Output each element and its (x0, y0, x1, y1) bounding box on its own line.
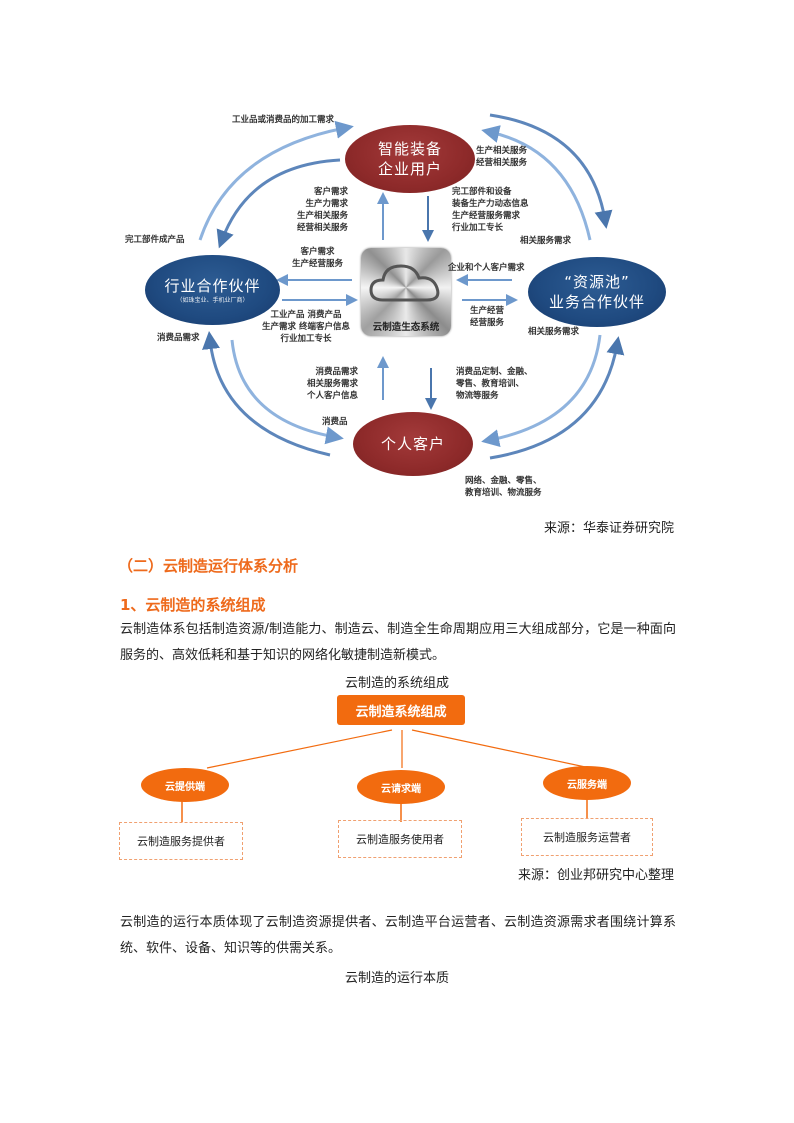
label-line: 工业产品 消费产品 (270, 310, 342, 320)
node-cloud-server: 云服务端 (543, 766, 631, 800)
label-consumer-goods: 消费品 (322, 417, 348, 427)
role-box-operator: 云制造服务运营者 (521, 818, 653, 856)
label-group-center-to-bottom: 消费品定制、金融、 零售、教育培训、 物流等服务 (456, 366, 533, 402)
label-finished-parts: 完工部件成产品 (125, 235, 185, 245)
label-group-center-to-left: 客户需求 生产经营服务 (292, 246, 343, 270)
label-processing-demand: 工业品或消费品的加工需求 (232, 115, 335, 125)
label-group-bottom-to-center: 消费品需求 相关服务需求 个人客户信息 (290, 366, 358, 402)
node-line: 行业合作伙伴 (164, 276, 261, 295)
curved-arrow (481, 125, 592, 241)
cloud-ecosystem-center: 云制造生态系统 (361, 248, 451, 336)
node-industry-partners: 行业合作伙伴 （如珠宝业、手机业厂商） (145, 255, 280, 325)
label-right-top: 相关服务需求 (520, 236, 572, 246)
node-smart-equipment-users: 智能装备 企业用户 (345, 125, 475, 193)
subsection-heading: 1、云制造的系统组成 (120, 596, 266, 614)
label-line: 相关服务需求 (306, 379, 358, 389)
source-note-1: 来源：华泰证券研究院 (543, 521, 674, 536)
curved-arrow (481, 334, 602, 448)
label-line: 客户需求 (300, 247, 335, 257)
label-consumer-demand: 消费品需求 (157, 333, 200, 343)
label-line: 生产经营 (470, 306, 505, 316)
curved-arrow (198, 120, 354, 241)
label-line: 生产经营服务 (292, 259, 344, 269)
label-line: 消费品定制、金融、 (456, 367, 533, 377)
label-group-center-to-top: 完工部件和设备 装备生产力动态信息 生产经营服务需求 行业加工专长 (452, 186, 529, 234)
source-note-2: 来源：创业邦研究中心整理 (517, 868, 674, 883)
node-cloud-requester: 云请求端 (357, 770, 445, 804)
node-cloud-provider: 云提供端 (141, 768, 229, 802)
role-box-provider: 云制造服务提供者 (119, 822, 243, 860)
root-node-box: 云制造系统组成 (337, 695, 465, 725)
role-box-user: 云制造服务使用者 (338, 820, 462, 858)
node-line: 业务合作伙伴 (548, 293, 645, 311)
label-line: 装备生产力动态信息 (452, 199, 529, 209)
label-group-left-to-center: 工业产品 消费产品 生产需求 终端客户信息 行业加工专长 (262, 309, 350, 345)
label-line: 客户需求 (313, 187, 348, 197)
label-line: 经营相关服务 (476, 158, 528, 168)
curved-arrow (202, 331, 331, 457)
paragraph-operation-essence: 云制造的运行本质体现了云制造资源提供者、云制造平台运营者、云制造资源需求者围绕计… (120, 915, 676, 956)
label-group-top-right: 生产相关服务 经营相关服务 (476, 145, 527, 169)
node-line: 个人客户 (380, 435, 445, 453)
label-line: 网络、金融、零售、 (465, 476, 542, 486)
node-line: 智能装备 (377, 140, 442, 158)
label-line: 生产相关服务 (476, 146, 528, 156)
figure-caption-operation: 云制造的运行本质 (344, 971, 449, 986)
curved-arrow (216, 158, 341, 249)
section-heading: （二）云制造运行体系分析 (118, 557, 299, 575)
label-line: 经营相关服务 (296, 223, 348, 233)
label-line: 生产需求 终端客户信息 (262, 322, 350, 332)
label-group-bottom-right: 网络、金融、零售、 教育培训、物流服务 (465, 475, 542, 499)
node-resource-pool-partners: “资源池” 业务合作伙伴 (528, 257, 666, 327)
label-right-bottom: 相关服务需求 (528, 327, 580, 337)
curved-arrow (489, 113, 613, 229)
label-line: 物流等服务 (456, 391, 499, 401)
label-line: 完工部件和设备 (452, 187, 512, 197)
label-line: 教育培训、物流服务 (465, 488, 542, 498)
curved-arrow (230, 339, 344, 445)
node-subtitle: （如珠宝业、手机业厂商） (176, 296, 249, 304)
label-line: 生产相关服务 (296, 211, 348, 221)
label-line: 行业加工专长 (452, 223, 504, 233)
label-line: 生产力需求 (305, 199, 348, 209)
cloud-label: 云制造生态系统 (372, 322, 440, 333)
node-line: “资源池” (564, 273, 630, 291)
label-group-top-to-center: 客户需求 生产力需求 生产相关服务 经营相关服务 (270, 186, 348, 234)
label-line: 生产经营服务需求 (452, 211, 521, 221)
arrow-layer (198, 113, 625, 460)
label-line: 行业加工专长 (280, 334, 332, 344)
curved-arrow (489, 336, 625, 460)
label-line: 经营服务 (470, 318, 505, 328)
node-individual-customers: 个人客户 (353, 412, 473, 476)
label-group-center-to-right: 生产经营 经营服务 (470, 305, 504, 329)
paragraph-system-composition: 云制造体系包括制造资源/制造能力、制造云、制造全生命周期应用三大组成部分，它是一… (120, 622, 676, 663)
label-right-to-center: 企业和个人客户需求 (448, 263, 525, 273)
cloud-icon (369, 264, 440, 302)
label-line: 消费品需求 (315, 367, 358, 377)
figure-caption-system: 云制造的系统组成 (344, 676, 449, 691)
label-line: 个人客户信息 (306, 391, 358, 401)
label-line: 零售、教育培训、 (456, 379, 525, 389)
node-line: 企业用户 (377, 160, 442, 178)
